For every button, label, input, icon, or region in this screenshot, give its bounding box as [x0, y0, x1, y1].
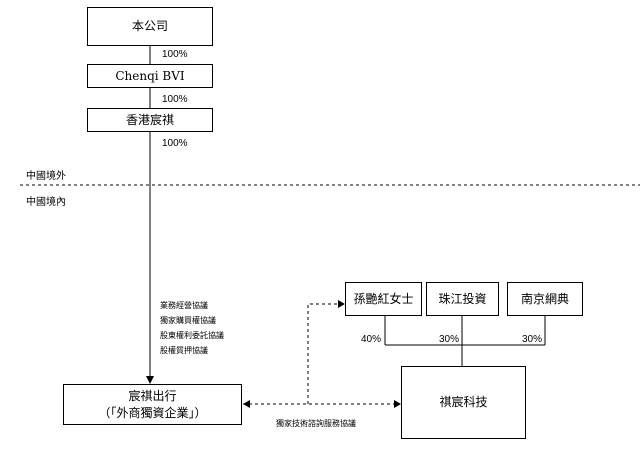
- zhujiang-label: 珠江投資: [438, 291, 487, 306]
- chenqi-travel-box: 宸祺出行 （「外商獨資企業」）: [63, 384, 242, 425]
- chenqi-bvi-box: Chenqi BVI: [87, 64, 213, 88]
- chenqi-bvi-label: Chenqi BVI: [115, 68, 185, 83]
- agreement-item: 業務經營協議: [160, 301, 208, 310]
- pct-zhujiang: 30%: [439, 334, 460, 345]
- company-label: 本公司: [131, 19, 168, 34]
- agreement-item: 股權質押協議: [160, 346, 208, 355]
- pct-bvi-hk: 100%: [162, 94, 188, 105]
- hk-chenqi-box: 香港宸祺: [87, 108, 213, 132]
- service-agreement-label: 獨家技術諮詢服務協議: [276, 419, 356, 428]
- sun-yanhong-box: 孫艷紅女士: [345, 282, 422, 316]
- region-outside: 中國境外: [26, 171, 66, 182]
- company-box: 本公司: [87, 7, 213, 46]
- nanjing-label: 南京網典: [520, 291, 569, 306]
- pct-sun: 40%: [361, 334, 382, 345]
- arrowhead-to-travel: [146, 376, 154, 384]
- agreement-item: 獨家購買權協議: [160, 316, 216, 325]
- qichen-tech-label: 祺宸科技: [439, 395, 488, 410]
- agreement-list: 業務經營協議 獨家購買權協議 股東權利委託協議 股權質押協議: [160, 298, 224, 358]
- pct-nanjing: 30%: [522, 334, 543, 345]
- agreement-item: 股東權利委託協議: [160, 331, 224, 340]
- region-inside: 中國境內: [26, 197, 66, 208]
- dashed-control-link: [307, 303, 340, 404]
- arrowhead-left: [243, 400, 250, 408]
- sun-yanhong-label: 孫艷紅女士: [353, 291, 414, 306]
- pct-hk-travel: 100%: [162, 138, 188, 149]
- chenqi-travel-note: （「外商獨資企業」）: [98, 405, 207, 420]
- nanjing-box: 南京網典: [507, 282, 583, 316]
- chenqi-travel-label: 宸祺出行: [128, 389, 177, 404]
- zhujiang-box: 珠江投資: [426, 282, 499, 316]
- qichen-tech-box: 祺宸科技: [401, 366, 526, 439]
- hk-chenqi-label: 香港宸祺: [125, 112, 174, 127]
- pct-company-bvi: 100%: [162, 49, 188, 60]
- arrowhead-to-sun: [338, 300, 345, 308]
- arrowhead-right: [394, 400, 401, 408]
